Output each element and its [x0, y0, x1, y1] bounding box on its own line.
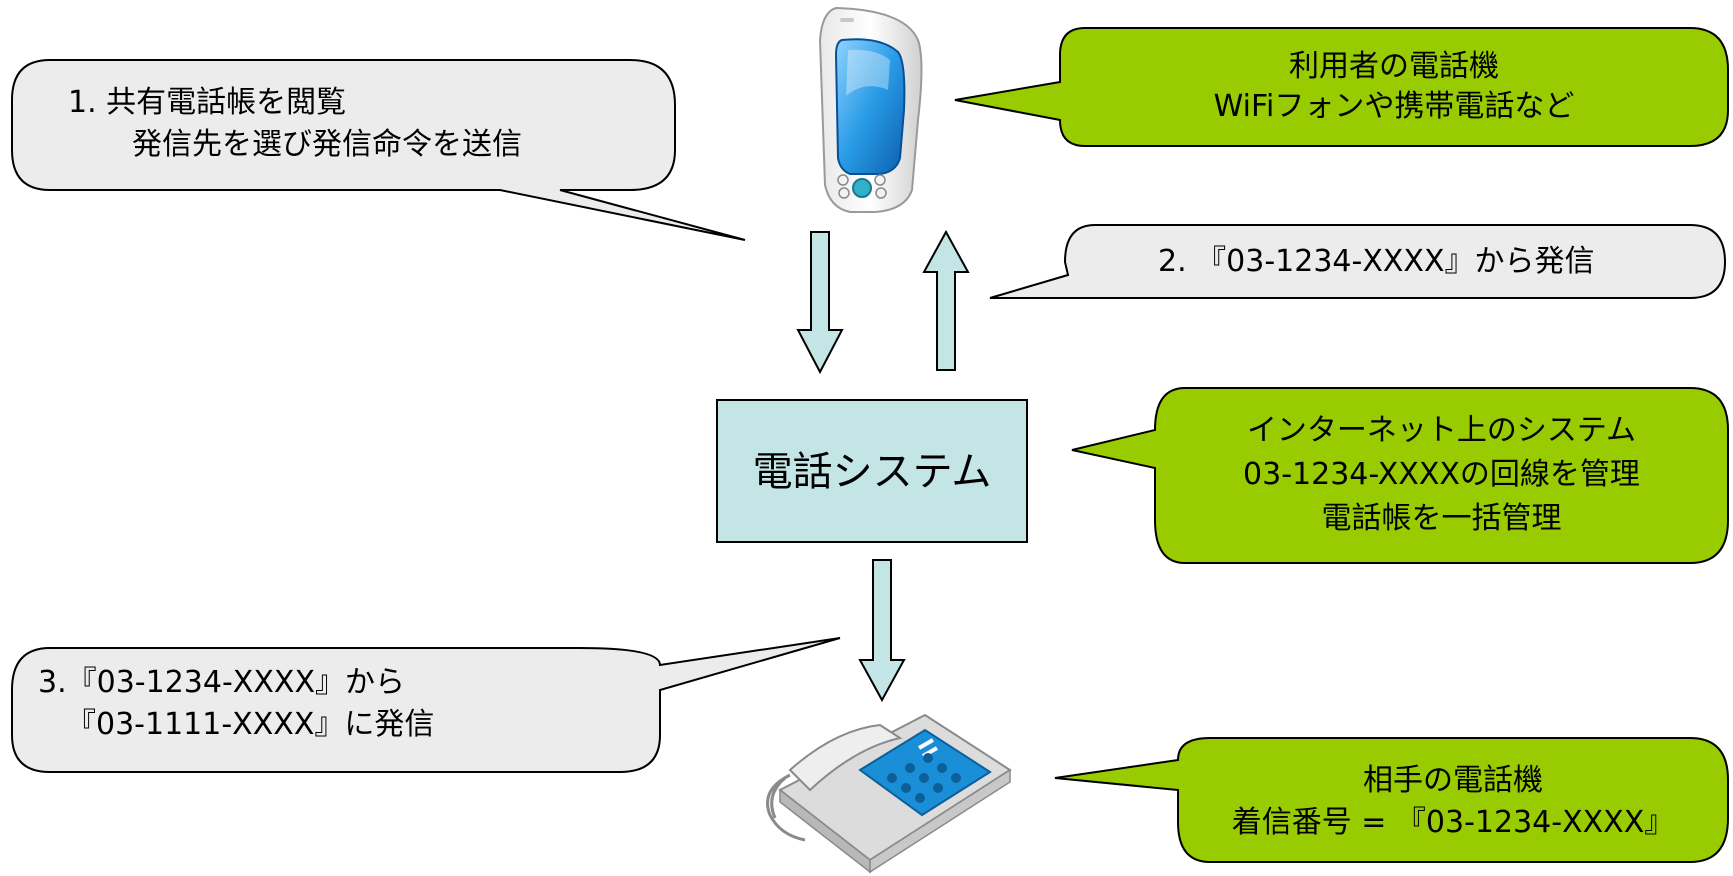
system-box-label: 電話システム: [752, 449, 992, 495]
callout-step1: [11, 59, 746, 241]
callout-callee-phone: [1054, 737, 1729, 863]
callout-system-desc-line2: 03-1234-XXXXの回線を管理: [1243, 457, 1640, 492]
arrow-down-1: [796, 231, 844, 375]
callout-step3-line1: 3.『03-1234-XXXX』から: [38, 665, 406, 700]
desk-phone-icon: [766, 713, 1012, 874]
callout-step1-line1: 1. 共有電話帳を閲覧: [68, 85, 347, 120]
callout-user-phone-line1: 利用者の電話機: [1289, 49, 1499, 84]
arrow-up-2: [922, 229, 970, 371]
callout-step2: [989, 224, 1727, 299]
callout-user-phone-line2: WiFiフォンや携帯電話など: [1213, 89, 1575, 124]
system-box: [716, 399, 1028, 543]
callout-step2-text: 2. 『03-1234-XXXX』から発信: [1158, 244, 1595, 279]
callout-user-phone: [954, 27, 1729, 147]
callout-callee-line1: 相手の電話機: [1363, 763, 1543, 798]
callout-step3-line2: 『03-1111-XXXX』に発信: [66, 707, 435, 742]
callout-system-desc-line1: インターネット上のシステム: [1246, 413, 1637, 448]
callout-system-desc-line3: 電話帳を一括管理: [1321, 501, 1562, 536]
mobile-phone-icon: [818, 6, 923, 213]
arrow-down-3: [858, 559, 906, 703]
callout-step3: [11, 637, 841, 773]
callout-step1-line2: 発信先を選び発信命令を送信: [132, 127, 522, 162]
callout-system-desc: [1071, 387, 1729, 564]
callout-callee-line2: 着信番号 = 『03-1234-XXXX』: [1231, 805, 1675, 840]
